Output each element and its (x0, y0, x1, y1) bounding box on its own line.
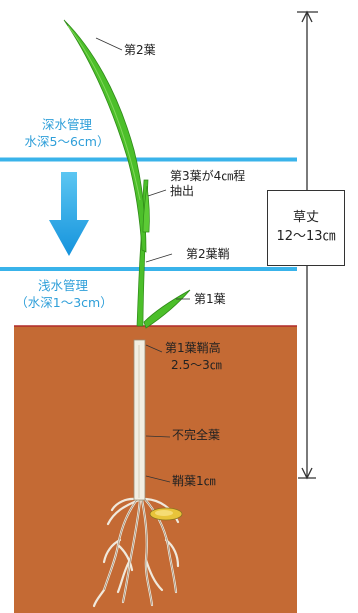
shallow-water-title: 浅水管理 (37, 278, 88, 293)
deep-water-depth: 水深5～6cm） (24, 134, 110, 149)
first-leaf-blade (143, 289, 191, 329)
underground-stem (133, 339, 146, 501)
third-leaf (142, 185, 150, 233)
soil-area (14, 326, 297, 613)
shallow-water-depth: （水深1～3cm） (15, 295, 113, 310)
coleoptile-label: 鞘葉1㎝ (172, 474, 216, 488)
leader-lines (95, 37, 190, 483)
first-sheath-label-line2: 2.5～3㎝ (171, 358, 222, 372)
second-leaf-label: 第2葉 (124, 43, 156, 57)
second-leaf-blade (63, 19, 147, 253)
third-leaf-label-line1: 第3葉が4㎝程 (170, 169, 246, 183)
incomplete-leaf-label: 不完全葉 (172, 428, 221, 442)
plant-height-title: 草丈 (292, 210, 319, 226)
third-leaf-label-line2: 抽出 (170, 184, 195, 198)
second-leaf-sheath-label: 第2葉鞘 (186, 247, 230, 261)
plant-height-box: 草丈 12～13㎝ (267, 190, 345, 266)
deep-water-title: 深水管理 (41, 117, 92, 132)
water-lowering-arrow (49, 172, 89, 256)
height-measure (297, 10, 318, 480)
first-sheath-label-line1: 第1葉鞘高 (165, 341, 221, 355)
plant-height-value: 12～13㎝ (276, 229, 336, 244)
first-leaf-label: 第1葉 (194, 292, 226, 306)
